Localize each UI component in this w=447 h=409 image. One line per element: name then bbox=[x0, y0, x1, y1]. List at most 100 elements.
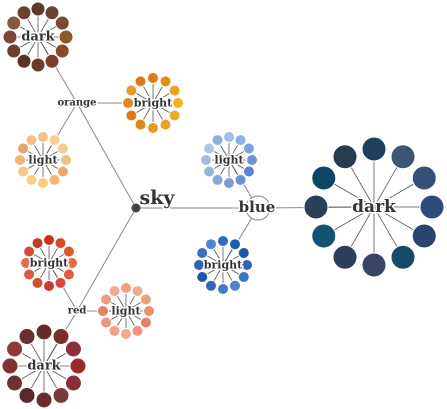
orange-bright-swatch bbox=[125, 84, 138, 97]
red-light-swatch bbox=[100, 293, 113, 306]
blue-light-swatch bbox=[211, 173, 224, 186]
blue-bright-swatch bbox=[196, 247, 209, 259]
red-bright-swatch bbox=[62, 245, 75, 258]
red-bright-swatch bbox=[43, 280, 55, 292]
blue-light-swatch bbox=[200, 154, 212, 166]
orange-branch-label: orange bbox=[57, 98, 96, 109]
orange-dark-swatch bbox=[54, 15, 70, 31]
red-bright-swatch bbox=[43, 234, 55, 246]
blue-light-swatch bbox=[246, 154, 258, 166]
blue-bright-swatch bbox=[205, 238, 217, 251]
root-node bbox=[131, 203, 141, 213]
orange-dark-swatch bbox=[2, 29, 18, 45]
orange-dark-swatch bbox=[16, 5, 32, 21]
orange-light-swatch bbox=[48, 173, 61, 186]
orange-dark-label: dark bbox=[21, 30, 55, 45]
edge-root-red bbox=[76, 207, 137, 312]
orange-bright-swatch bbox=[172, 97, 184, 109]
orange-dark-swatch bbox=[54, 43, 70, 59]
blue-branch-node bbox=[245, 195, 271, 221]
blue-dark-label: dark bbox=[352, 197, 397, 217]
blue-light-swatch bbox=[234, 134, 247, 147]
orange-dark-swatch bbox=[16, 53, 32, 69]
orange-dark-swatch bbox=[6, 15, 22, 31]
red-light-swatch bbox=[131, 324, 144, 337]
red-dark-swatch bbox=[6, 374, 24, 392]
blue-light-swatch bbox=[203, 142, 216, 155]
red-dark-label: dark bbox=[27, 359, 61, 374]
blue-bright-swatch bbox=[193, 259, 205, 271]
blue-bright-swatch bbox=[229, 279, 241, 292]
red-light-cluster bbox=[97, 282, 155, 340]
red-dark-swatch bbox=[1, 357, 19, 375]
blue-dark-swatch bbox=[311, 223, 337, 249]
orange-light-swatch bbox=[48, 134, 61, 147]
blue-bright-swatch bbox=[205, 279, 217, 292]
blue-dark-swatch bbox=[311, 165, 337, 191]
node-labels: sky blue orange red light bright dark br… bbox=[20, 28, 399, 375]
blue-bright-swatch bbox=[237, 271, 250, 283]
red-bright-swatch bbox=[31, 276, 44, 289]
blue-light-swatch bbox=[242, 142, 255, 155]
orange-light-swatch bbox=[37, 131, 49, 143]
orange-dark-swatch bbox=[30, 57, 46, 73]
red-dark-swatch bbox=[18, 386, 36, 404]
orange-light-swatch bbox=[37, 177, 49, 189]
blue-light-label: light bbox=[214, 154, 244, 167]
orange-bright-label: bright bbox=[134, 97, 173, 110]
red-dark-swatch bbox=[35, 391, 53, 409]
orange-bright-swatch bbox=[147, 72, 159, 84]
red-dark-swatch bbox=[52, 328, 70, 346]
orange-light-swatch bbox=[17, 142, 30, 155]
orange-bright-swatch bbox=[159, 118, 172, 131]
orange-light-swatch bbox=[56, 142, 69, 155]
orange-bright-cluster bbox=[122, 72, 184, 134]
edge-root-orange bbox=[76, 102, 137, 209]
blue-dark-swatch bbox=[361, 252, 387, 278]
blue-bright-cluster bbox=[193, 235, 253, 295]
blue-bright-swatch bbox=[217, 235, 229, 247]
blue-dark-swatch bbox=[332, 144, 358, 170]
orange-light-swatch bbox=[17, 165, 30, 178]
orange-bright-swatch bbox=[125, 109, 138, 122]
orange-dark-swatch bbox=[30, 1, 46, 17]
red-dark-swatch bbox=[69, 357, 87, 375]
red-bright-swatch bbox=[31, 237, 44, 250]
orange-light-cluster bbox=[14, 131, 72, 189]
red-light-swatch bbox=[143, 305, 155, 317]
red-bright-swatch bbox=[23, 268, 36, 281]
blue-bright-swatch bbox=[237, 247, 250, 259]
blue-bright-swatch bbox=[241, 259, 253, 271]
red-branch-label: red bbox=[68, 306, 87, 317]
blue-light-swatch bbox=[234, 173, 247, 186]
red-bright-swatch bbox=[23, 245, 36, 258]
red-bright-swatch bbox=[20, 257, 32, 269]
orange-light-swatch bbox=[25, 134, 38, 147]
red-dark-swatch bbox=[35, 323, 53, 341]
orange-bright-swatch bbox=[168, 84, 181, 97]
blue-dark-swatch bbox=[419, 194, 445, 220]
red-light-swatch bbox=[131, 285, 144, 298]
orange-bright-swatch bbox=[147, 122, 159, 134]
blue-bright-swatch bbox=[229, 238, 241, 251]
blue-dark-swatch bbox=[332, 244, 358, 270]
blue-dark-swatch bbox=[411, 165, 437, 191]
orange-dark-swatch bbox=[6, 43, 22, 59]
blue-light-swatch bbox=[223, 177, 235, 189]
blue-bright-swatch bbox=[217, 283, 229, 295]
red-light-swatch bbox=[120, 328, 132, 340]
red-dark-swatch bbox=[52, 386, 70, 404]
root-label: sky bbox=[140, 187, 176, 209]
orange-bright-swatch bbox=[134, 75, 147, 88]
blue-light-swatch bbox=[211, 134, 224, 147]
orange-bright-swatch bbox=[159, 75, 172, 88]
red-bright-swatch bbox=[62, 268, 75, 281]
blue-light-swatch bbox=[223, 131, 235, 143]
red-bright-cluster bbox=[20, 234, 78, 292]
orange-dark-swatch bbox=[44, 5, 60, 21]
red-light-swatch bbox=[120, 282, 132, 294]
red-light-swatch bbox=[108, 285, 121, 298]
orange-light-swatch bbox=[25, 173, 38, 186]
orange-light-swatch bbox=[56, 165, 69, 178]
